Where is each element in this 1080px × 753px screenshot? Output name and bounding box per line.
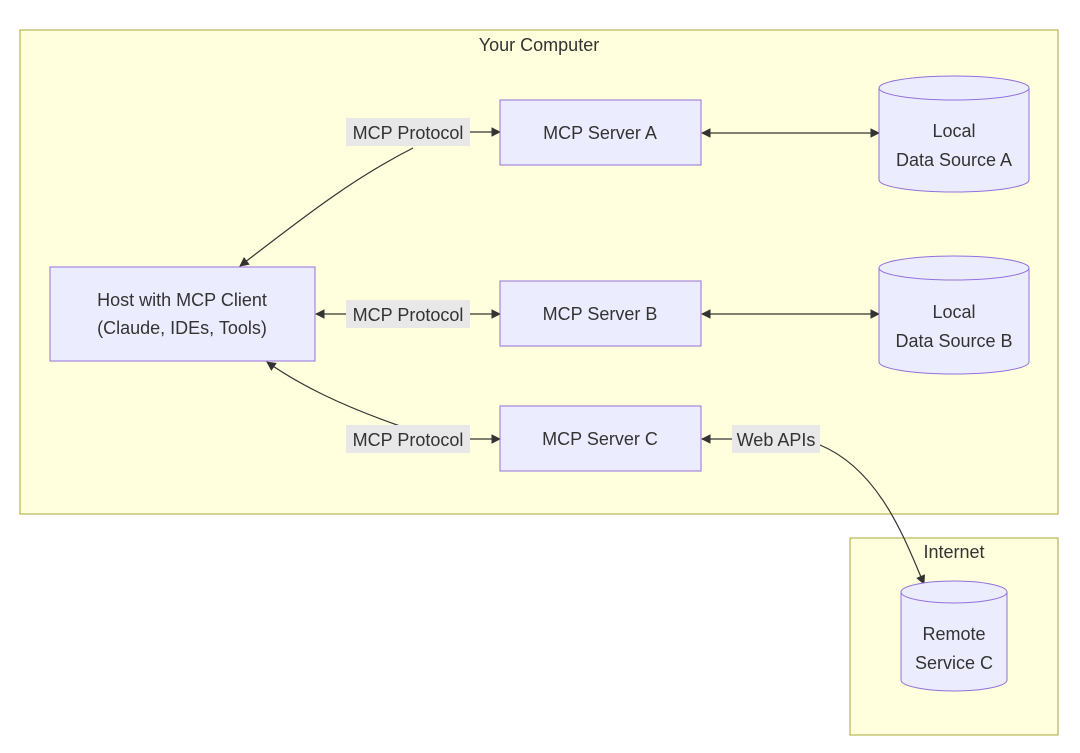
svg-text:MCP Server A: MCP Server A	[543, 123, 657, 143]
node-data-source-b: Local Data Source B	[878, 255, 1030, 375]
svg-text:MCP Protocol: MCP Protocol	[353, 305, 464, 325]
svg-text:MCP Server C: MCP Server C	[542, 429, 658, 449]
edge-host-server-c-curve	[266, 361, 401, 427]
edge-label-protocol-b: MCP Protocol	[346, 300, 470, 328]
node-server-c: MCP Server C	[499, 405, 702, 472]
svg-text:Local: Local	[932, 121, 975, 141]
svg-text:Local: Local	[932, 302, 975, 322]
node-server-a: MCP Server A	[499, 99, 702, 166]
edge-web-apis-remote-c	[819, 444, 925, 585]
svg-text:Web APIs: Web APIs	[737, 430, 816, 450]
node-host-line2: (Claude, IDEs, Tools)	[97, 318, 267, 338]
node-data-source-a: Local Data Source A	[878, 75, 1030, 193]
node-host-line1: Host with MCP Client	[97, 290, 267, 310]
node-remote-service-c: Remote Service C	[900, 580, 1008, 692]
cluster-internet: Internet	[849, 537, 1059, 736]
cluster-internet-title: Internet	[923, 542, 984, 562]
svg-text:MCP Server B: MCP Server B	[543, 304, 658, 324]
svg-text:Service C: Service C	[915, 653, 993, 673]
cluster-your-computer-title: Your Computer	[479, 35, 599, 55]
node-server-b: MCP Server B	[499, 280, 702, 347]
edge-label-web-apis: Web APIs	[732, 425, 820, 453]
svg-text:Data Source A: Data Source A	[896, 150, 1012, 170]
svg-text:MCP Protocol: MCP Protocol	[353, 123, 464, 143]
edge-label-protocol-a: MCP Protocol	[346, 118, 470, 146]
edge-label-protocol-c: MCP Protocol	[346, 425, 470, 453]
edge-host-server-a-curve	[239, 147, 414, 267]
svg-text:Data Source B: Data Source B	[895, 331, 1012, 351]
svg-text:Remote: Remote	[922, 624, 985, 644]
svg-text:MCP Protocol: MCP Protocol	[353, 430, 464, 450]
node-host: Host with MCP Client (Claude, IDEs, Tool…	[49, 266, 316, 362]
